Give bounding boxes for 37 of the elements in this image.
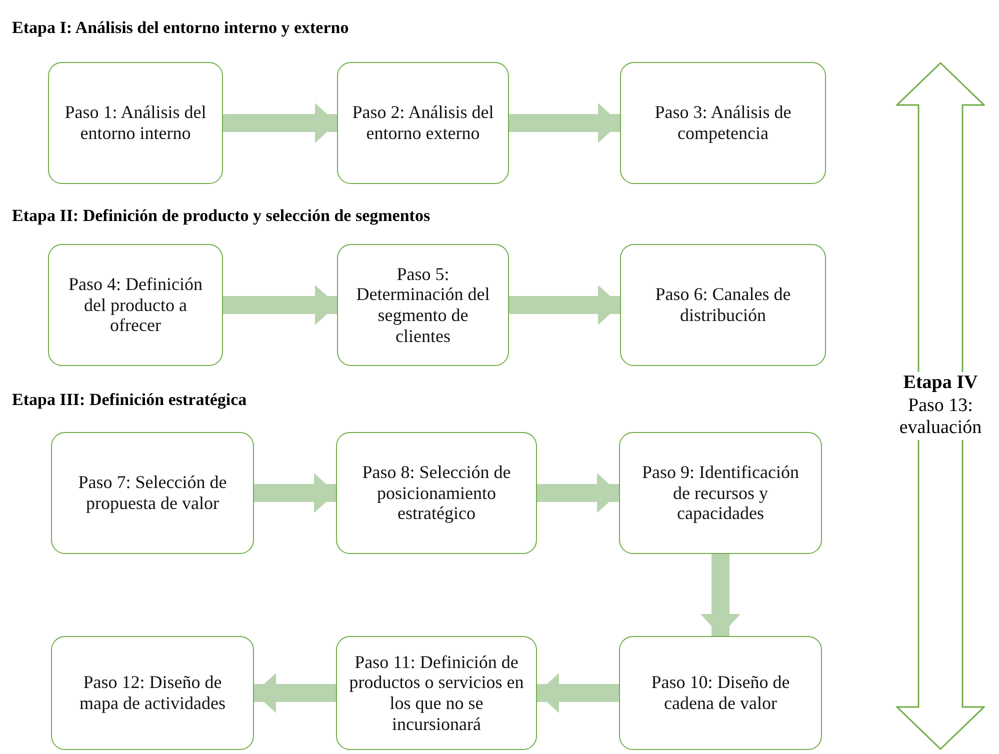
process-box bbox=[51, 636, 254, 750]
step-text: Paso 3: Análisis de competencia bbox=[654, 102, 792, 144]
block-arrow bbox=[254, 473, 336, 513]
block-arrow bbox=[700, 554, 740, 636]
block-arrow bbox=[223, 103, 337, 143]
stage-heading: Etapa III: Definición estratégica bbox=[12, 390, 247, 410]
process-box bbox=[620, 244, 826, 366]
block-arrow bbox=[509, 103, 620, 143]
stage-heading: Etapa I: Análisis del entorno interno y externo bbox=[12, 18, 349, 38]
process-box bbox=[337, 62, 509, 184]
process-box bbox=[619, 432, 822, 554]
process-box bbox=[48, 244, 223, 366]
step-text: Paso 1: Análisis del entorno interno bbox=[64, 102, 208, 144]
step-text: Paso 2: Análisis del entorno externo bbox=[351, 102, 495, 144]
step-text: Paso 8: Selección de posicionamiento estratégico bbox=[361, 462, 512, 524]
block-arrow bbox=[537, 673, 619, 713]
block-arrow bbox=[223, 285, 337, 325]
process-box bbox=[336, 432, 537, 554]
step-text: Paso 5: Determinación del segmento de clientes bbox=[355, 264, 491, 346]
block-arrow bbox=[254, 673, 336, 713]
process-box bbox=[336, 636, 537, 750]
step-text: Paso 11: Definición de productos o servicios en los que no se incursionará bbox=[349, 652, 524, 734]
process-box bbox=[51, 432, 254, 554]
step-text: Paso 6: Canales de distribución bbox=[654, 284, 792, 326]
step-text: Paso 9: Identificación de recursos y capacidades bbox=[641, 462, 800, 524]
stage-heading: Etapa II: Definición de producto y selección de segmentos bbox=[12, 206, 430, 226]
step-text: Paso 12: Diseño de mapa de actividades bbox=[78, 672, 226, 714]
process-box bbox=[620, 62, 826, 184]
process-box bbox=[337, 244, 509, 366]
step-text: Paso 4: Definición del producto a ofrecer bbox=[68, 274, 204, 336]
step-text: Paso 10: Diseño de cadena de valor bbox=[650, 672, 791, 714]
block-arrow bbox=[509, 285, 620, 325]
process-box bbox=[48, 62, 223, 184]
step-text: Paso 7: Selección de propuesta de valor bbox=[77, 472, 228, 514]
block-arrow bbox=[537, 473, 619, 513]
process-box bbox=[619, 636, 822, 750]
stage-heading: Etapa IV bbox=[902, 372, 979, 395]
